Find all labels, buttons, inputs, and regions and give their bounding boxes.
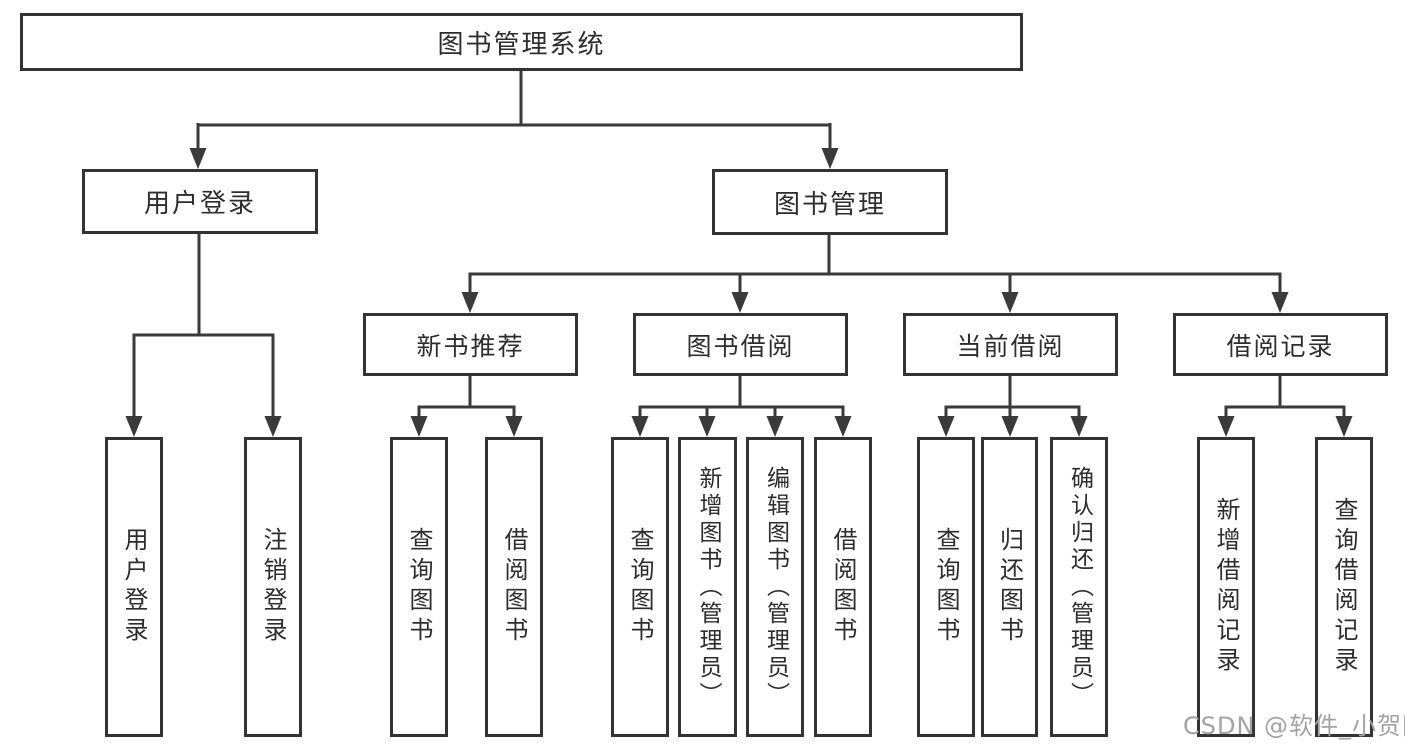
node-book-management-label: 图书管理 <box>773 189 886 220</box>
node-current-borrow-label: 当前借阅 <box>956 331 1065 361</box>
node-new-book-recommend: 新书推荐 <box>363 313 578 376</box>
leaf-borrow-books-label: 借阅图书 <box>829 527 857 647</box>
node-book-borrow: 图书借阅 <box>633 313 848 376</box>
node-book-management: 图书管理 <box>712 169 948 235</box>
leaf-return-books-label: 归还图书 <box>995 527 1024 647</box>
leaf-confirm-return-admin: 确认归还（管理员） <box>1050 437 1108 737</box>
leaf-logout: 注销登录 <box>244 437 302 737</box>
leaf-logout-label: 注销登录 <box>259 527 287 647</box>
csdn-watermark: CSDN @软件_小贺同学 <box>1183 712 1405 740</box>
leaf-add-borrow-record: 新增借阅记录 <box>1197 437 1255 737</box>
leaf-borrow-books-recommend: 借阅图书 <box>485 437 543 737</box>
leaf-query-borrow-record: 查询借阅记录 <box>1315 437 1373 737</box>
leaf-query-books-current-label: 查询图书 <box>932 527 960 647</box>
node-user-login-label: 用户登录 <box>143 189 256 219</box>
leaf-query-borrow-record-label: 查询借阅记录 <box>1330 497 1358 677</box>
leaf-add-books-admin: 新增图书（管理员） <box>678 437 737 737</box>
leaf-query-books-recommend-label: 查询图书 <box>405 527 433 647</box>
node-user-login: 用户登录 <box>82 169 318 234</box>
leaf-add-borrow-record-label: 新增借阅记录 <box>1212 497 1240 677</box>
node-new-book-recommend-label: 新书推荐 <box>416 331 525 361</box>
leaf-query-books-borrow: 查询图书 <box>611 437 669 737</box>
leaf-add-books-admin-label: 新增图书（管理员） <box>695 465 721 709</box>
leaf-borrow-books: 借阅图书 <box>814 437 872 737</box>
leaf-confirm-return-admin-label: 确认归还（管理员） <box>1066 465 1093 709</box>
node-library-system-label: 图书管理系统 <box>437 29 606 60</box>
leaf-query-books-current: 查询图书 <box>917 437 975 737</box>
leaf-user-login: 用户登录 <box>105 437 163 737</box>
leaf-edit-books-admin: 编辑图书（管理员） <box>746 437 804 737</box>
node-current-borrow: 当前借阅 <box>903 313 1118 376</box>
leaf-return-books: 归还图书 <box>981 437 1038 737</box>
node-book-borrow-label: 图书借阅 <box>686 331 795 361</box>
node-library-system: 图书管理系统 <box>20 13 1023 71</box>
leaf-edit-books-admin-label: 编辑图书（管理员） <box>762 465 789 709</box>
leaf-user-login-label: 用户登录 <box>120 527 148 647</box>
node-borrow-records: 借阅记录 <box>1173 313 1388 376</box>
leaf-query-books-borrow-label: 查询图书 <box>626 527 654 647</box>
leaf-query-books-recommend: 查询图书 <box>390 437 448 737</box>
leaf-borrow-books-recommend-label: 借阅图书 <box>500 527 528 647</box>
node-borrow-records-label: 借阅记录 <box>1226 331 1335 361</box>
